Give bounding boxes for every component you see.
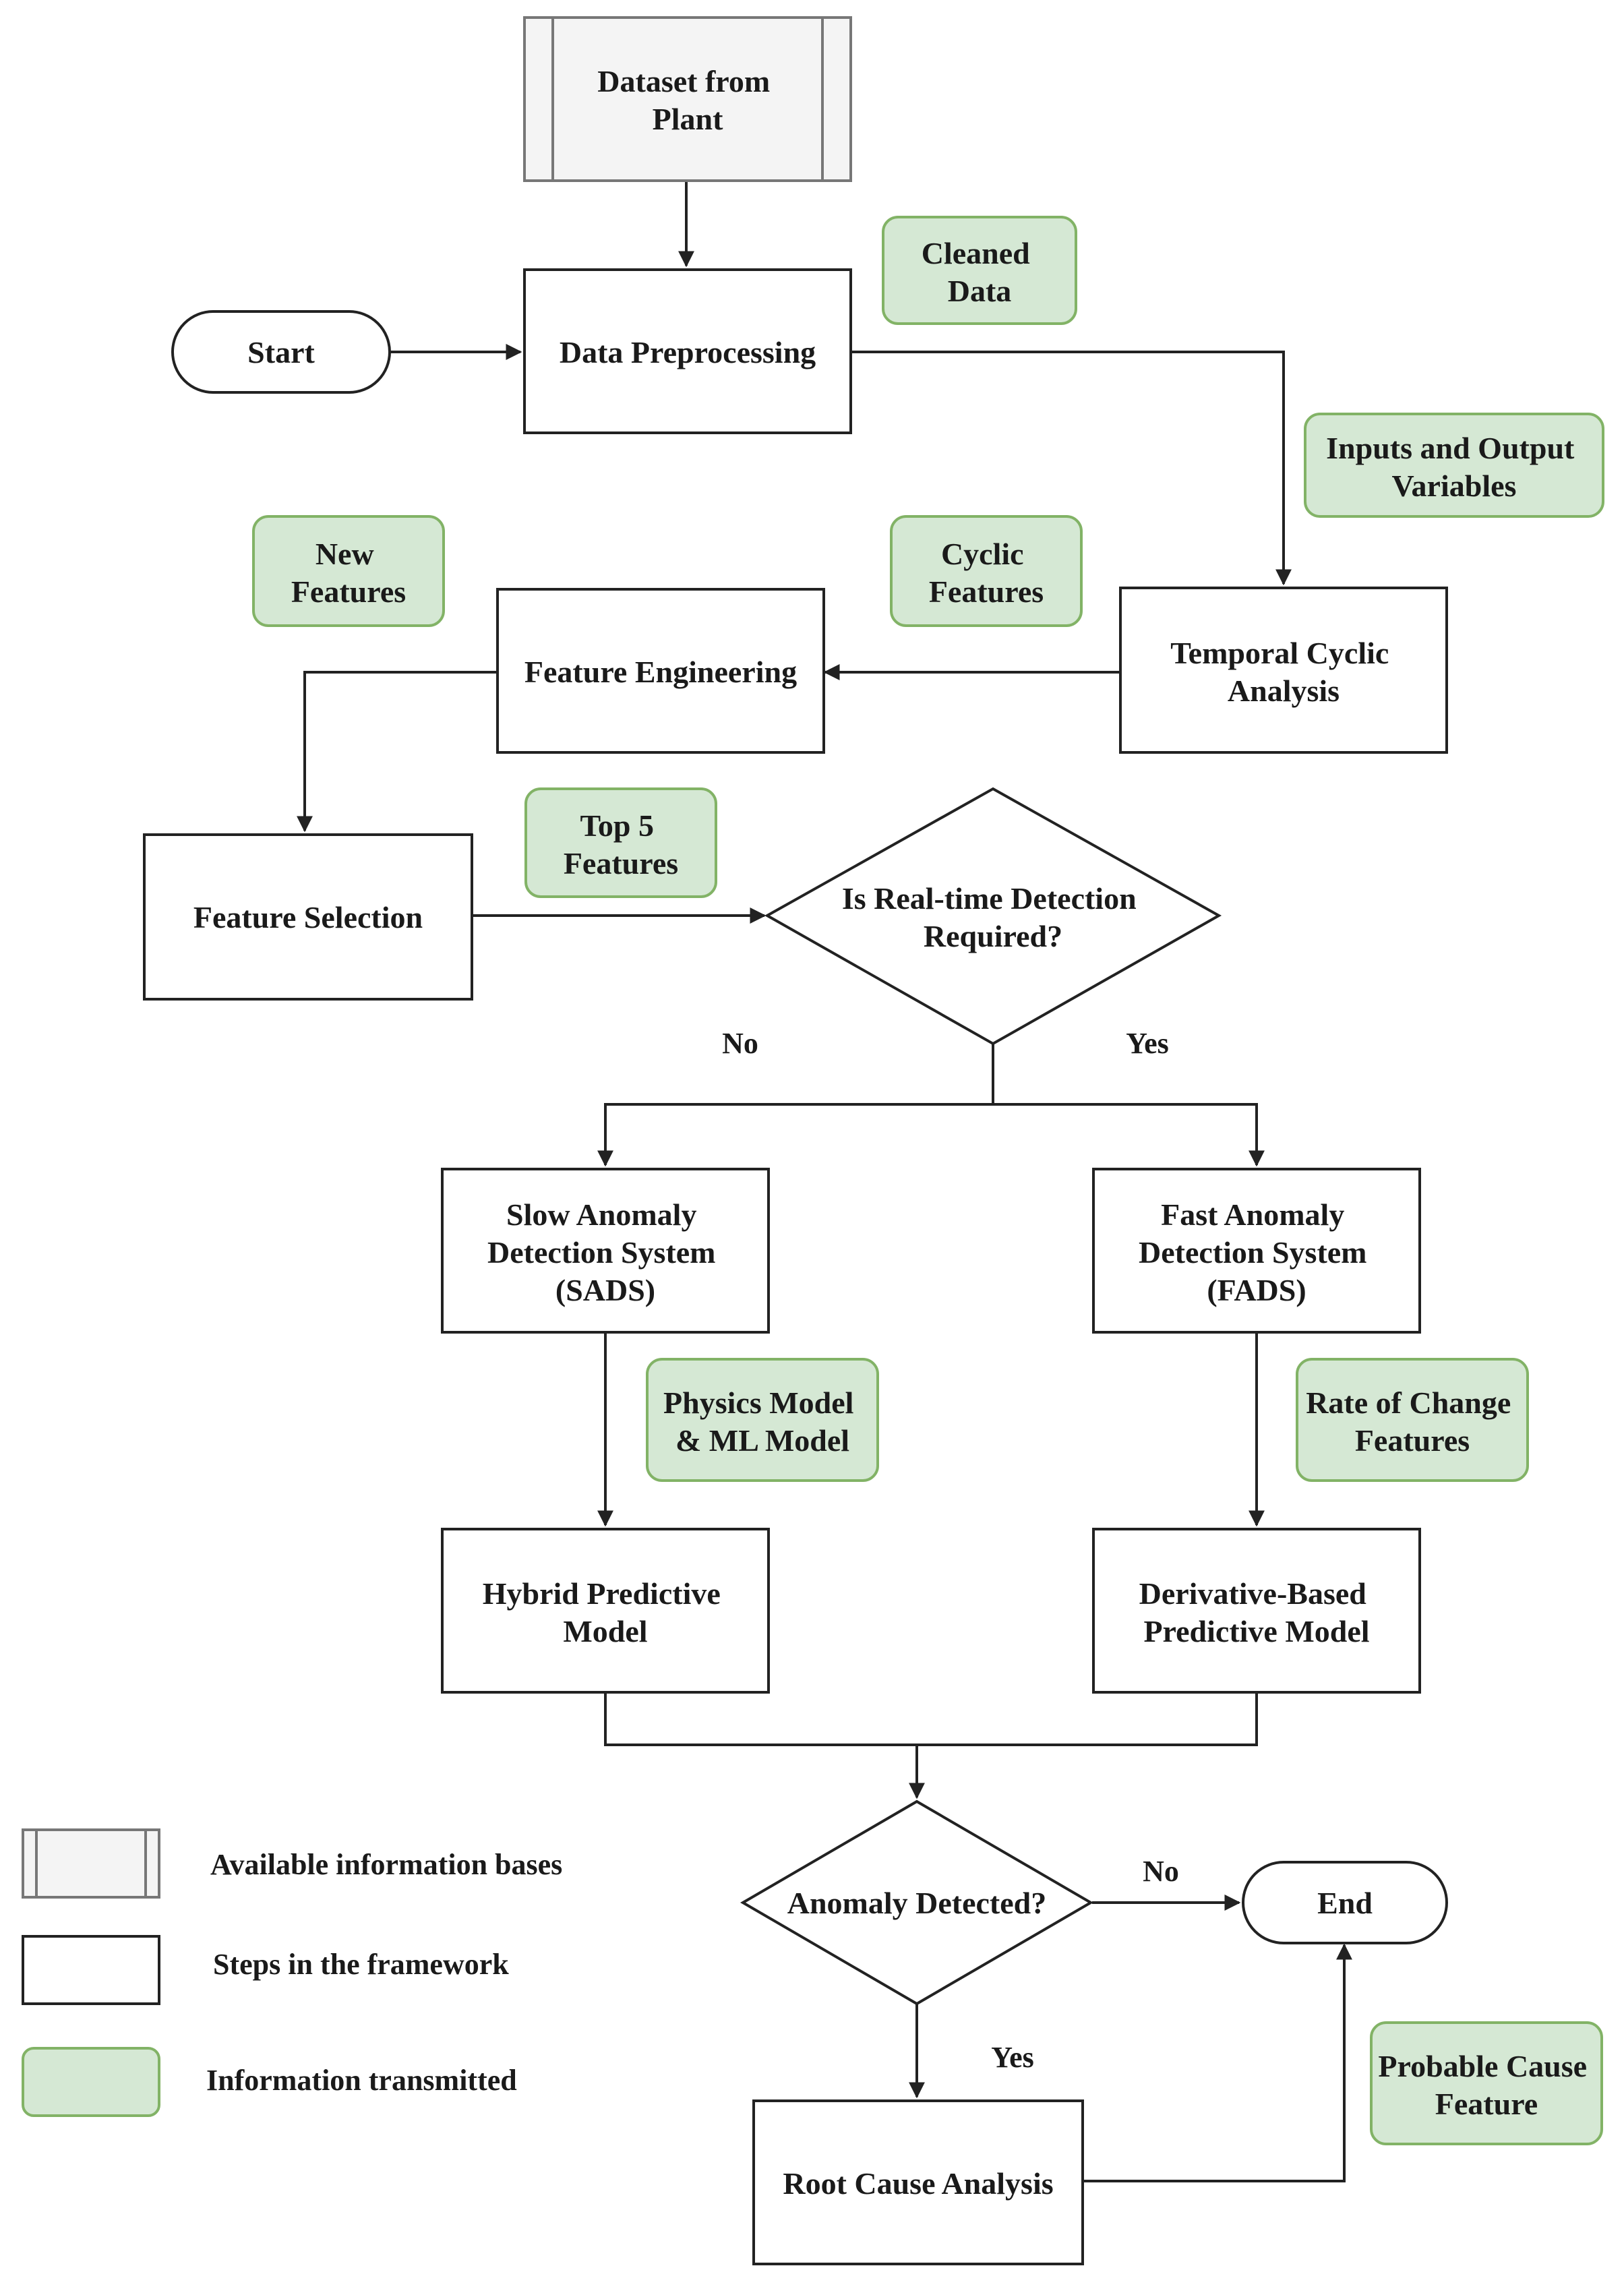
derivative-model-node: Derivative-Based Predictive Model: [1092, 1528, 1421, 1694]
info-rate-of-change: Rate of Change Features: [1296, 1358, 1529, 1482]
data-preprocessing-label: Data Preprocessing: [560, 335, 816, 369]
info-inputs-outputs: Inputs and Output Variables: [1304, 413, 1604, 518]
legend-steps: Steps in the framework: [22, 1935, 509, 2005]
info-physics-ml-model-label: Physics Model & ML Model: [663, 1385, 862, 1458]
info-inputs-outputs-label: Inputs and Output Variables: [1326, 431, 1582, 503]
info-cleaned-data-label: Cleaned Data: [922, 236, 1038, 308]
info-rate-of-change-label: Rate of Change Features: [1306, 1385, 1519, 1458]
edge-realtime-yes-to-fads: [993, 1103, 1265, 1167]
edges: [297, 182, 1352, 2182]
fads-node: Fast Anomaly Detection System (FADS): [1092, 1168, 1421, 1334]
hybrid-model-node: Hybrid Predictive Model: [441, 1528, 770, 1694]
feature-engineering-label: Feature Engineering: [524, 655, 797, 689]
legend-transmitted: Information transmitted: [22, 2047, 517, 2117]
legend-info-bases: Available information bases: [22, 1828, 562, 1899]
edge-preprocessing-to-temporal: [851, 351, 1292, 586]
end-label: End: [1317, 1886, 1373, 1920]
end-node: End: [1242, 1861, 1448, 1944]
edge-realtime-no-to-sads: [597, 1103, 993, 1167]
edge-root-cause-to-end: [1084, 1943, 1352, 2182]
feature-engineering-node: Feature Engineering: [496, 588, 825, 754]
realtime-yes-label: Yes: [1126, 1027, 1169, 1060]
legend-transmitted-label: Information transmitted: [206, 2064, 517, 2097]
realtime-no-label: No: [722, 1027, 758, 1060]
anomaly-decision-label: Anomaly Detected?: [787, 1886, 1047, 1920]
start-node: Start: [171, 310, 391, 394]
info-probable-cause: Probable Cause Feature: [1370, 2021, 1603, 2145]
legend-info-bases-label: Available information bases: [210, 1848, 562, 1881]
info-physics-ml-model: Physics Model & ML Model: [646, 1358, 879, 1482]
edge-hybrid-merge: [604, 1692, 1258, 1746]
info-top5-features-label: Top 5 Features: [564, 808, 678, 881]
info-new-features-label: New Features: [291, 537, 406, 609]
info-probable-cause-label: Probable Cause Feature: [1378, 2049, 1594, 2121]
edge-feature-engineering-to-selection: [297, 671, 498, 833]
derivative-model-label: Derivative-Based Predictive Model: [1139, 1576, 1375, 1648]
anomaly-yes-label: Yes: [991, 2041, 1034, 2074]
anomaly-no-label: No: [1143, 1855, 1179, 1888]
dataset-label: Dataset from Plant: [597, 64, 777, 136]
info-cyclic-features-label: Cyclic Features: [929, 537, 1044, 609]
dataset-node: Dataset from Plant: [523, 16, 852, 182]
temporal-cyclic-node: Temporal Cyclic Analysis: [1119, 587, 1448, 754]
info-cyclic-features: Cyclic Features: [890, 515, 1083, 627]
anomaly-decision-node: Anomaly Detected?: [740, 1799, 1093, 2006]
fads-label: Fast Anomaly Detection System (FADS): [1139, 1197, 1375, 1307]
hybrid-model-label: Hybrid Predictive Model: [483, 1576, 729, 1648]
info-new-features: New Features: [252, 515, 445, 627]
sads-node: Slow Anomaly Detection System (SADS): [441, 1168, 770, 1334]
root-cause-node: Root Cause Analysis: [752, 2099, 1084, 2265]
legend: Available information bases Steps in the…: [22, 1828, 562, 2117]
data-preprocessing-node: Data Preprocessing: [523, 268, 852, 434]
feature-selection-node: Feature Selection: [143, 833, 473, 1001]
legend-steps-label: Steps in the framework: [213, 1948, 509, 1981]
feature-selection-label: Feature Selection: [193, 900, 423, 934]
info-top5-features: Top 5 Features: [524, 787, 717, 898]
info-cleaned-data: Cleaned Data: [882, 216, 1077, 325]
realtime-decision-label: Is Real-time Detection Required?: [842, 881, 1144, 953]
temporal-cyclic-label: Temporal Cyclic Analysis: [1170, 636, 1397, 708]
realtime-decision-node: Is Real-time Detection Required?: [764, 787, 1222, 1046]
root-cause-label: Root Cause Analysis: [783, 2166, 1053, 2201]
sads-label: Slow Anomaly Detection System (SADS): [487, 1197, 723, 1307]
start-label: Start: [247, 335, 315, 369]
